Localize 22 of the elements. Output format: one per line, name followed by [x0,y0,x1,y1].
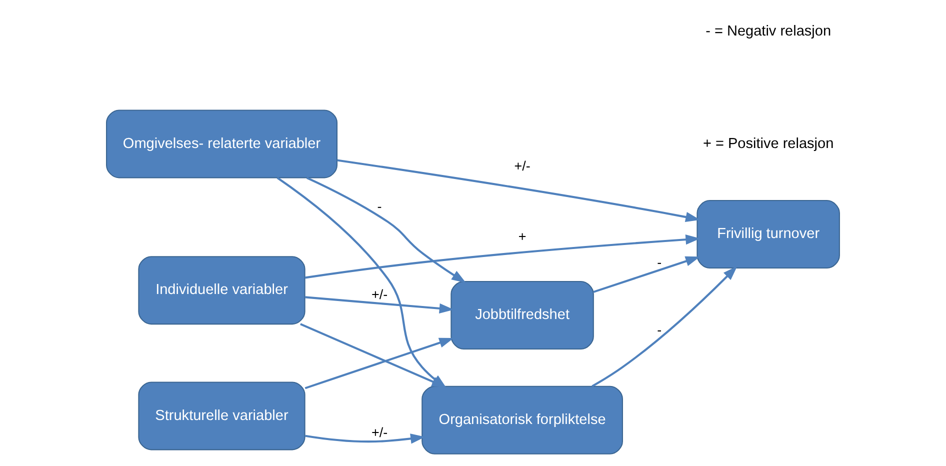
edge-label: +/- [370,286,388,302]
node-box: Frivillig turnover [696,200,840,268]
arrow [306,176,466,283]
node-box: Strukturelle variabler [138,381,305,450]
edge-label: - [656,254,662,270]
node-box: Organisatorisk forpliktelse [421,385,622,454]
node-box: Omgivelses- relaterte variabler [106,109,337,178]
arrow [304,433,425,444]
edge-label: + [518,228,526,244]
edge-label: +/- [370,424,388,440]
arrow [304,296,454,313]
edge-label: - [376,198,382,214]
arrow [304,234,700,278]
label: - = Negativ relasjon [705,23,831,40]
node-box: Jobbtilfredshet [450,280,594,350]
edge-label: - [656,322,662,337]
arrow [591,266,737,387]
node-box: Individuelle variabler [138,256,305,324]
arrow [592,256,700,292]
label: + = Positive relasjon [702,135,834,152]
arrow [336,158,700,222]
edge-label: +/- [514,158,530,173]
